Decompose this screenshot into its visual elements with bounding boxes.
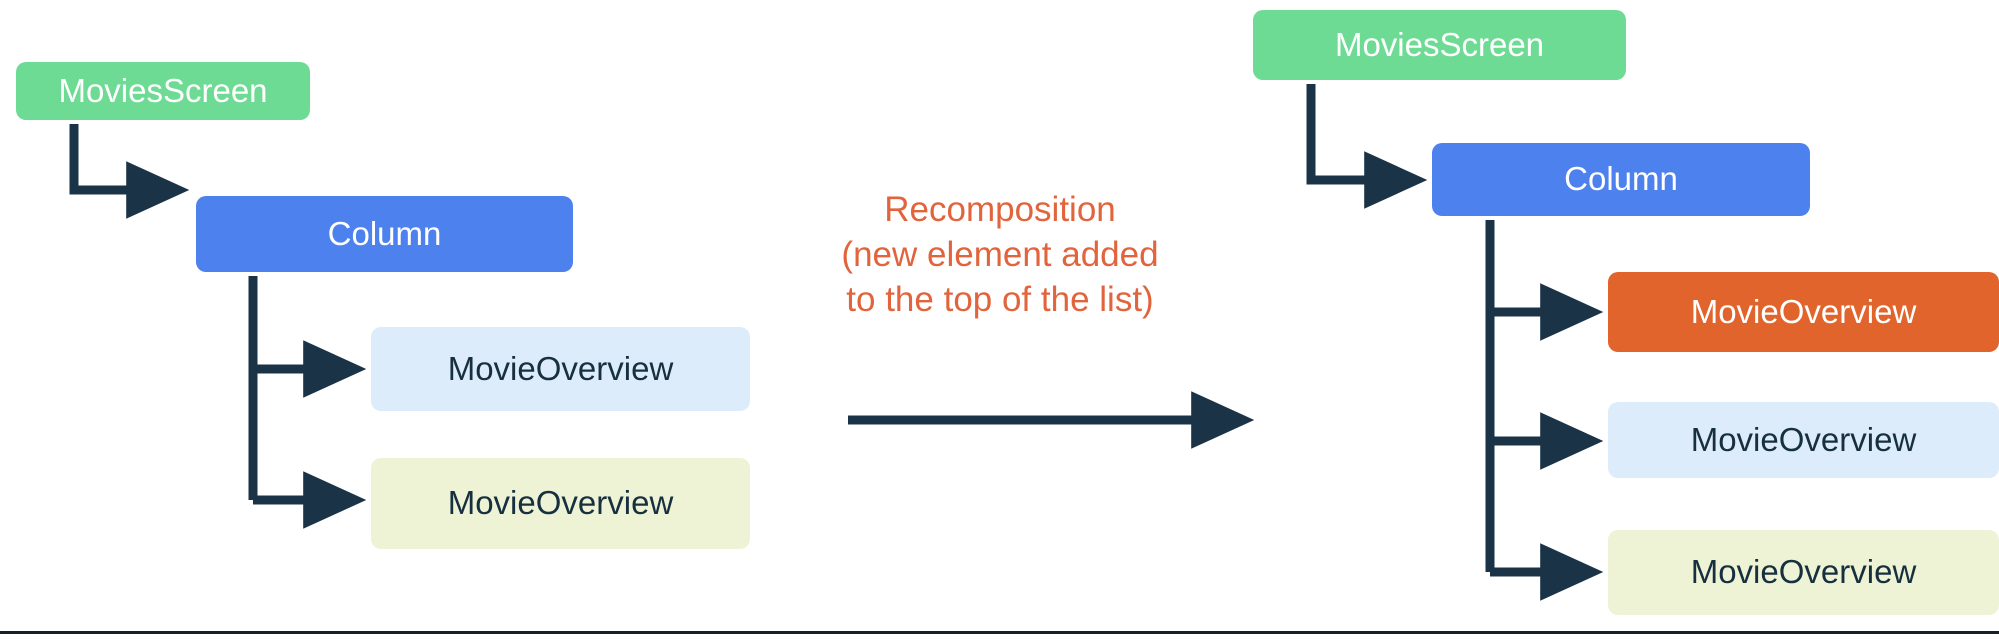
right-node-movie-overview-3-label: MovieOverview [1690,553,1917,591]
left-node-column[interactable]: Column [196,196,573,272]
right-node-column-label: Column [1564,160,1678,198]
right-node-movie-overview-3[interactable]: MovieOverview [1608,530,1999,615]
right-node-column[interactable]: Column [1432,143,1810,216]
edge-movies-screen-to-column [69,124,190,219]
left-node-movie-overview-1-label: MovieOverview [447,349,674,387]
right-node-movie-overview-2-label: MovieOverview [1690,420,1917,458]
right-node-movies-screen[interactable]: MoviesScreen [1253,10,1626,80]
left-node-movie-overview-2[interactable]: MovieOverview [371,458,750,549]
recomposition-caption: Recomposition (new element added to the … [841,190,1159,319]
right-node-movie-overview-1[interactable]: MovieOverview [1608,272,1999,352]
left-node-movie-overview-1[interactable]: MovieOverview [371,327,750,411]
right-node-movie-overview-1-label: MovieOverview [1690,292,1917,330]
left-node-movies-screen-label: MoviesScreen [58,71,268,109]
bottom-divider [0,631,1999,634]
left-node-column-label: Column [327,214,442,252]
right-node-movies-screen-label: MoviesScreen [1334,25,1545,63]
edge-r-movies-screen-to-column [1306,84,1428,209]
right-node-movie-overview-2[interactable]: MovieOverview [1608,402,1999,478]
left-node-movie-overview-2-label: MovieOverview [447,484,674,522]
left-node-movies-screen[interactable]: MoviesScreen [16,62,310,120]
